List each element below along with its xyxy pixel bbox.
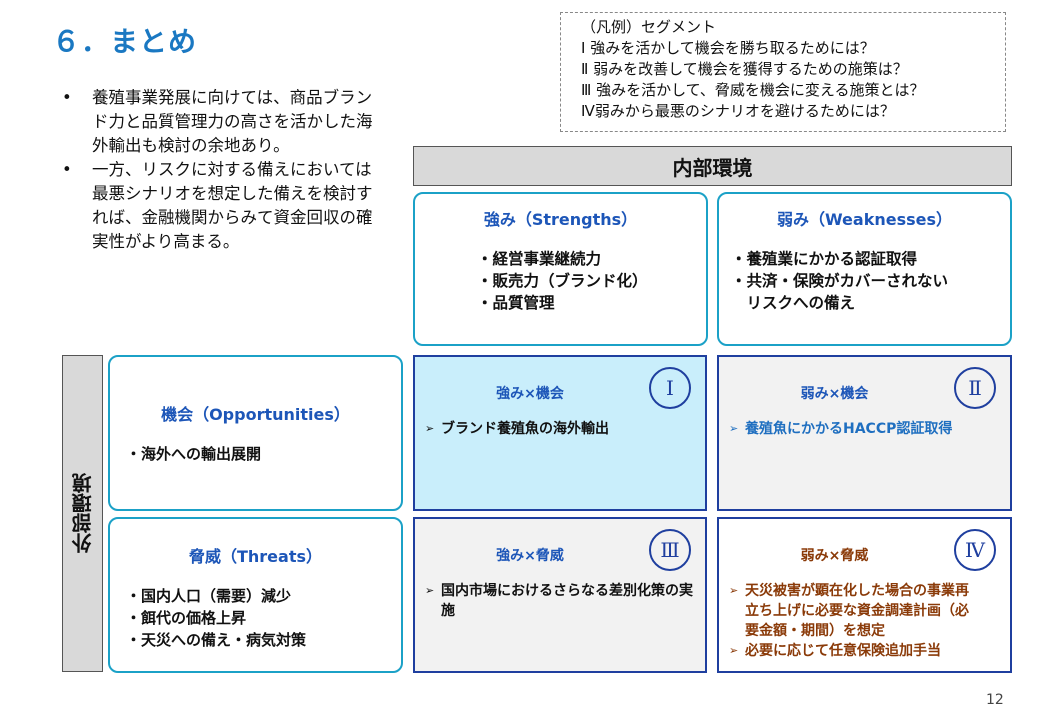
quadrant-item-text: ブランド養殖魚の海外輸出 xyxy=(441,421,609,437)
weaknesses-box: 弱み（Weaknesses） ・養殖業にかかる認証取得 ・共済・保険がカバーされ… xyxy=(717,192,1012,346)
strength-item: ・経営事業継続力 xyxy=(477,250,602,268)
strengths-box: 強み（Strengths） ・経営事業継続力 ・販売力（ブランド化） ・品質管理 xyxy=(413,192,708,346)
segment-numeral-badge: Ⅲ xyxy=(649,529,691,571)
arrow-bullet-icon: ➢ xyxy=(425,422,435,435)
legend-item: Ⅰ 強みを活かして機会を勝ち取るためには？ xyxy=(581,39,875,57)
arrow-bullet-icon: ➢ xyxy=(729,644,739,657)
legend-item: Ⅲ 強みを活かして、脅威を機会に変える施策とは？ xyxy=(581,81,925,99)
legend-item: Ⅱ 弱みを改善して機会を獲得するための施策は？ xyxy=(581,60,908,78)
external-environment-header: 外部環境 xyxy=(62,355,103,672)
arrow-bullet-icon: ➢ xyxy=(729,422,739,435)
opportunities-title: 機会（Opportunities） xyxy=(161,405,350,424)
threat-item: ・餌代の価格上昇 xyxy=(126,609,247,627)
quadrant-item: ➢ 養殖魚にかかるHACCP認証取得 xyxy=(729,419,1000,439)
bullet-text: 一方、リスクに対する備えにおいては最悪シナリオを想定した備えを検討すれば、金融機… xyxy=(92,160,373,251)
strengths-title: 強み（Strengths） xyxy=(483,210,638,229)
page-number: 12 xyxy=(986,692,1004,708)
threat-item: ・天災への備え・病気対策 xyxy=(126,631,307,649)
legend-item: Ⅳ弱みから最悪のシナリオを避けるためには？ xyxy=(581,102,895,120)
segment-numeral-badge: Ⅰ xyxy=(649,367,691,409)
quadrant-item-text: 天災被害が顕在化した場合の事業再立ち上げに必要な資金調達計画（必要金額・期間）を… xyxy=(745,583,969,639)
summary-bullets: • 養殖事業発展に向けては、商品ブランド力と品質管理力の高さを活かした海外輸出も検… xyxy=(62,86,382,254)
quadrant-item-text: 国内市場におけるさらなる差別化策の実施 xyxy=(441,583,693,619)
bullet-dot: • xyxy=(62,88,72,107)
threats-box: 脅威（Threats） ・国内人口（需要）減少 ・餌代の価格上昇 ・天災への備え… xyxy=(108,517,403,673)
weakness-item: リスクへの備え xyxy=(731,294,856,312)
legend-title: （凡例）セグメント xyxy=(581,18,717,36)
segment-numeral-badge: Ⅳ xyxy=(954,529,996,571)
legend-box: （凡例）セグメント Ⅰ 強みを活かして機会を勝ち取るためには？ Ⅱ 弱みを改善し… xyxy=(560,12,1006,132)
quadrant-title: 弱み×脅威 xyxy=(800,548,869,564)
opportunities-box: 機会（Opportunities） ・海外への輸出展開 xyxy=(108,355,403,511)
quadrant-item: ➢ 必要に応じて任意保険追加手当 xyxy=(729,641,980,661)
quadrant-weakness-opportunity: 弱み×機会 Ⅱ ➢ 養殖魚にかかるHACCP認証取得 xyxy=(717,355,1012,511)
threat-item: ・国内人口（需要）減少 xyxy=(126,587,292,605)
quadrant-title: 弱み×機会 xyxy=(800,386,869,402)
page-title: ６．まとめ xyxy=(52,25,198,58)
bullet-item: • 一方、リスクに対する備えにおいては最悪シナリオを想定した備えを検討すれば、金融… xyxy=(62,158,382,254)
quadrant-title: 強み×脅威 xyxy=(496,548,564,564)
threats-title: 脅威（Threats） xyxy=(188,547,323,566)
bullet-item: • 養殖事業発展に向けては、商品ブランド力と品質管理力の高さを活かした海外輸出も検… xyxy=(62,86,382,158)
strength-item: ・品質管理 xyxy=(477,294,555,312)
internal-environment-header: 内部環境 xyxy=(413,146,1012,186)
segment-numeral-badge: Ⅱ xyxy=(954,367,996,409)
quadrant-strength-opportunity: 強み×機会 Ⅰ ➢ ブランド養殖魚の海外輸出 xyxy=(413,355,707,511)
quadrant-item-text: 養殖魚にかかるHACCP認証取得 xyxy=(745,421,953,437)
quadrant-item: ➢ 国内市場におけるさらなる差別化策の実施 xyxy=(425,581,695,621)
weakness-item: ・共済・保険がカバーされない xyxy=(731,272,949,290)
strength-item: ・販売力（ブランド化） xyxy=(477,272,648,290)
weakness-item: ・養殖業にかかる認証取得 xyxy=(731,250,918,268)
quadrant-item-text: 必要に応じて任意保険追加手当 xyxy=(745,643,941,659)
quadrant-title: 強み×機会 xyxy=(496,386,564,402)
quadrant-strength-threat: 強み×脅威 Ⅲ ➢ 国内市場におけるさらなる差別化策の実施 xyxy=(413,517,707,673)
quadrant-item: ➢ 天災被害が顕在化した場合の事業再立ち上げに必要な資金調達計画（必要金額・期間）… xyxy=(729,581,980,641)
quadrant-weakness-threat: 弱み×脅威 Ⅳ ➢ 天災被害が顕在化した場合の事業再立ち上げに必要な資金調達計画（… xyxy=(717,517,1012,673)
opportunity-item: ・海外への輸出展開 xyxy=(126,445,262,463)
bullet-dot: • xyxy=(62,160,72,179)
arrow-bullet-icon: ➢ xyxy=(425,584,435,597)
quadrant-item: ➢ ブランド養殖魚の海外輸出 xyxy=(425,419,695,439)
arrow-bullet-icon: ➢ xyxy=(729,584,739,597)
weaknesses-title: 弱み（Weaknesses） xyxy=(776,210,953,229)
bullet-text: 養殖事業発展に向けては、商品ブランド力と品質管理力の高さを活かした海外輸出も検討… xyxy=(92,88,373,155)
